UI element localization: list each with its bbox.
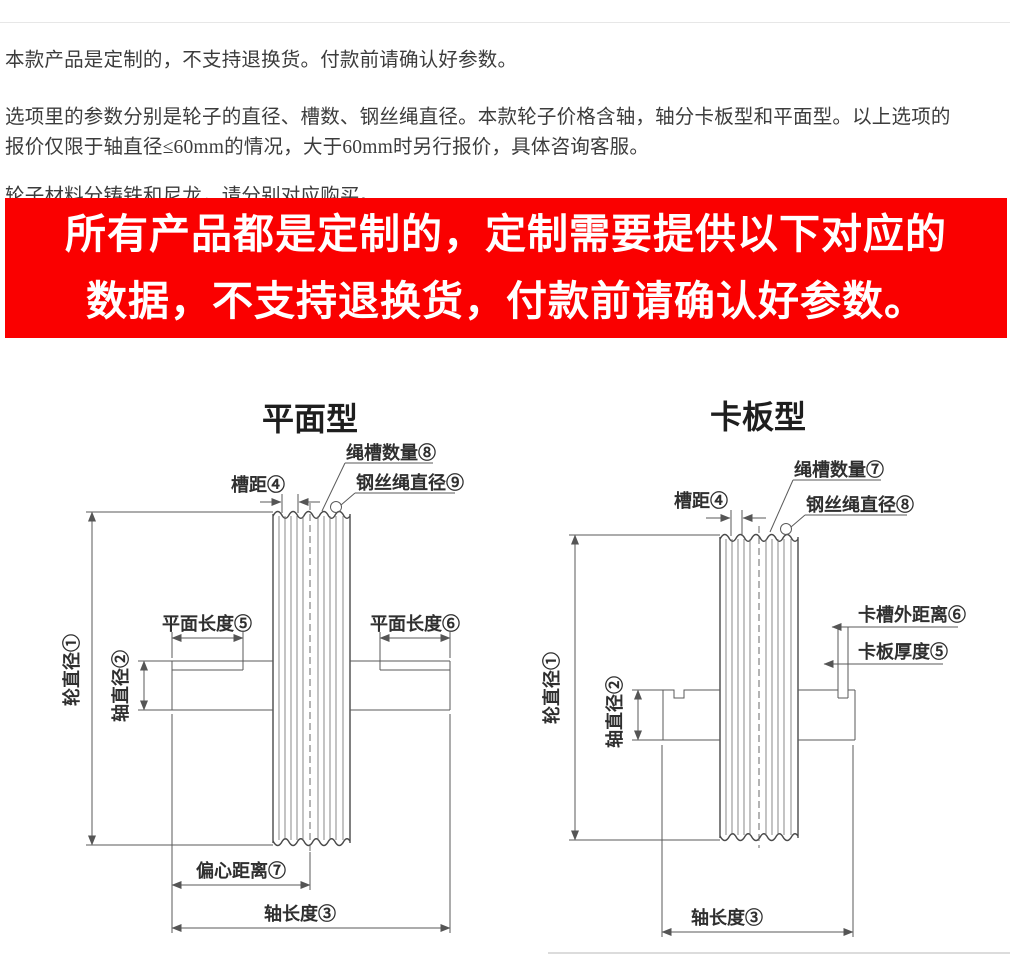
flat-label-groove-count: 绳槽数量⑧ [346,442,436,463]
flat-callout-groove-count: 绳槽数量⑧ [321,442,436,512]
flat-dim-flat-length-left: 平面长度⑤ [162,613,252,661]
flat-dim-groove-pitch: 槽距④ [231,474,320,513]
flat-label-axle-diameter: 轴直径② [110,650,131,722]
clamp-label-outer-distance: 卡槽外距离⑥ [858,604,966,625]
flat-dim-axle-length: 轴长度③ [171,714,451,933]
clamp-label-groove-count: 绳槽数量⑦ [794,459,884,480]
clamp-diagram-title: 卡板型 [710,399,806,435]
clamp-shaft [662,627,856,741]
clamp-dim-groove-pitch: 槽距④ [674,490,766,536]
flat-diagram-title: 平面型 [262,401,358,437]
banner-line-2: 数据，不支持退换货，付款前请确认好参数。 [86,278,926,324]
flat-label-eccentric-distance: 偏心距离⑦ [196,860,286,881]
clamp-callout-groove-count: 绳槽数量⑦ [769,459,884,533]
rope-cross-section [780,523,792,535]
flat-callout-rope-diameter: 钢丝绳直径⑨ [330,472,464,513]
flat-dim-eccentric-distance: 偏心距离⑦ [171,714,311,890]
flat-dim-wheel-diameter: 轮直径① [61,511,273,846]
clamp-label-axle-diameter: 轴直径② [604,676,625,748]
flat-shaft [171,660,451,711]
flat-label-rope-diameter: 钢丝绳直径⑨ [356,472,464,493]
clamp-label-wheel-diameter: 轮直径① [541,652,562,724]
flat-dim-flat-length-right: 平面长度⑥ [370,613,460,661]
clamp-label-groove-pitch: 槽距④ [674,490,728,511]
flat-label-axle-length: 轴长度③ [264,903,336,924]
warning-banner: 所有产品都是定制的，定制需要提供以下对应的 数据，不支持退换货，付款前请确认好参… [5,198,1007,338]
clamp-label-rope-diameter: 钢丝绳直径⑧ [806,494,914,515]
flat-label-flat-length-left: 平面长度⑤ [162,613,252,634]
clamp-callout-rope-diameter: 钢丝绳直径⑧ [780,494,914,535]
flat-dim-axle-diameter: 轴直径② [110,650,172,722]
flat-wheel [272,503,351,852]
clamp-callout-plate-thickness: 卡板厚度⑤ [823,641,948,668]
flat-label-flat-length-right: 平面长度⑥ [370,613,460,634]
flat-diagram: 平面型 [61,401,464,933]
clamp-label-plate-thickness: 卡板厚度⑤ [858,641,948,662]
next-section-edge [548,952,1010,954]
clamp-dim-axle-length: 轴长度③ [661,745,854,937]
clamp-diagram: 卡板型 [541,399,966,937]
top-divider [0,22,1010,23]
clamp-wheel [719,526,799,848]
notice-paragraph-2: 选项里的参数分别是轮子的直径、槽数、钢丝绳直径。本款轮子价格含轴，轴分卡板型和平… [5,106,951,158]
flat-label-wheel-diameter: 轮直径① [61,634,82,706]
rope-cross-section [330,501,342,513]
flat-label-groove-pitch: 槽距④ [231,474,285,495]
clamp-dim-axle-diameter: 轴直径② [604,676,663,748]
clamp-callout-outer-distance: 卡槽外距离⑥ [831,604,966,631]
clamp-label-axle-length: 轴长度③ [691,907,763,928]
banner-line-1: 所有产品都是定制的，定制需要提供以下对应的 [65,211,947,257]
notice-paragraph-1: 本款产品是定制的，不支持退换货。付款前请确认好参数。 [5,49,518,71]
clamp-plate [837,627,849,699]
clamp-dim-wheel-diameter: 轮直径① [541,534,720,841]
